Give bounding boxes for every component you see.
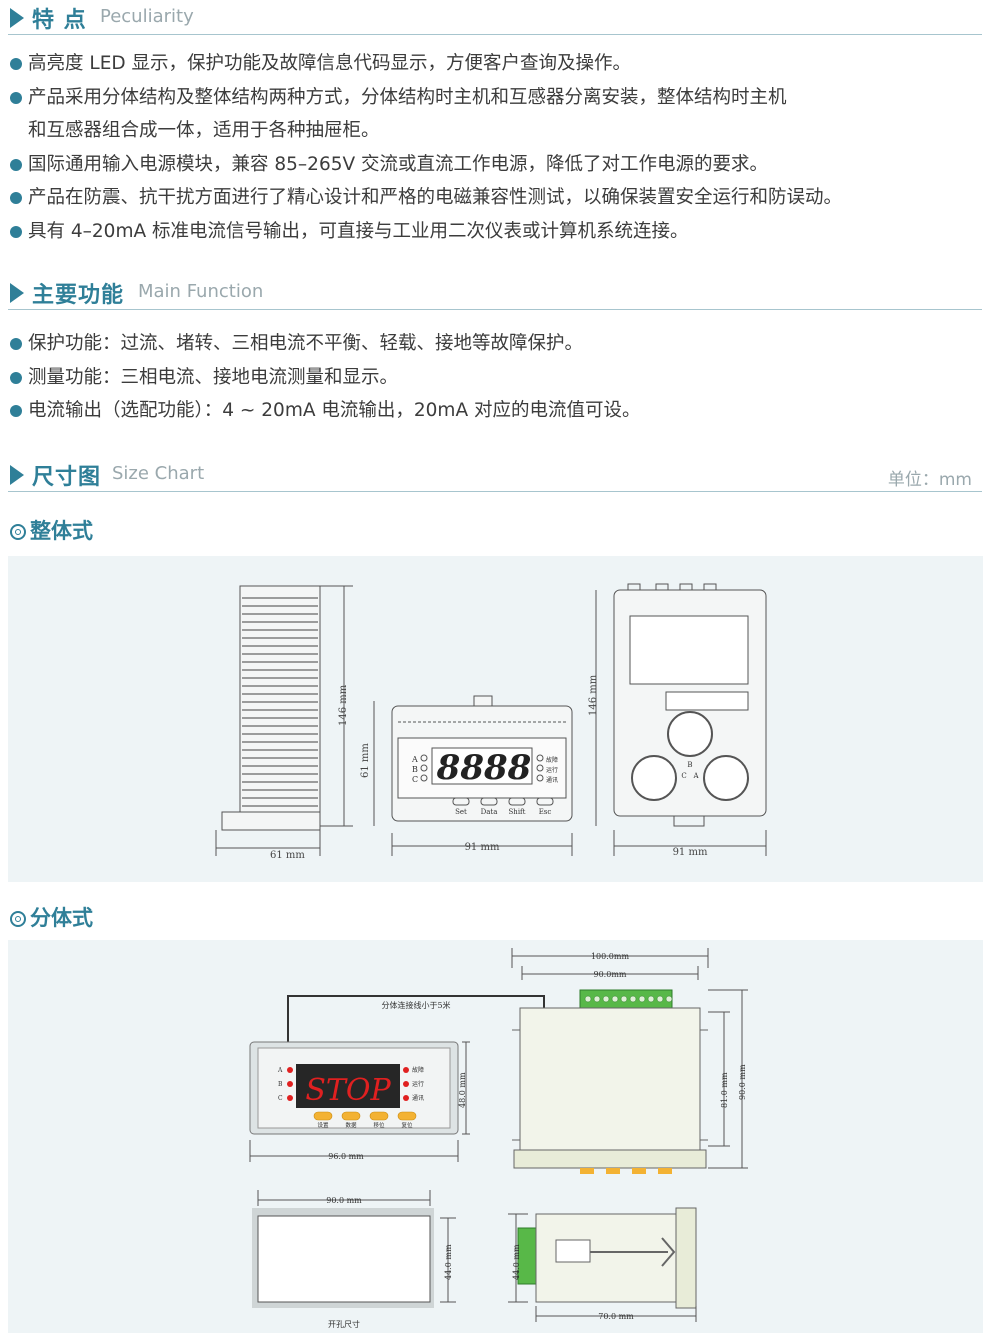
dim-front-height: 61 mm xyxy=(360,743,371,778)
split-status-run: 运行 xyxy=(412,1080,424,1088)
dim-front-width: 91 mm xyxy=(465,842,500,853)
double-circle-icon xyxy=(10,911,26,927)
integral-drawing: 61 mm 146 mm 8888 A B C 故障 运行 通讯 xyxy=(215,583,767,861)
section-title-en: Size Chart xyxy=(112,463,205,484)
rear-view xyxy=(595,583,767,856)
cable-note: 分体连接线小于5米 xyxy=(381,1000,450,1010)
feature-list: 高亮度 LED 显示，保护功能及故障信息代码显示，方便客户查询及操作。 产品采用… xyxy=(10,47,970,248)
split-button-set: 设置 xyxy=(317,1121,329,1129)
button-label-data: Data xyxy=(481,808,498,816)
dim-box-height-inner: 81.0 mm xyxy=(720,1072,729,1108)
split-indicator-c: C xyxy=(278,1095,283,1102)
section-header-size-chart: 尺寸图 Size Chart 单位：mm xyxy=(8,459,982,492)
ct-label-b: B xyxy=(687,761,692,769)
split-button-reset: 复位 xyxy=(401,1121,413,1129)
dim-side-width: 61 mm xyxy=(270,850,305,861)
subsection-split: 分体式 xyxy=(10,902,93,932)
list-item: 高亮度 LED 显示，保护功能及故障信息代码显示，方便客户查询及操作。 xyxy=(10,47,970,81)
button-label-shift: Shift xyxy=(509,808,526,816)
split-status-fault: 故障 xyxy=(412,1066,424,1074)
split-drawing: 分体连接线小于5米 STOP A B C 故障 运行 通讯 设置 数据 移位 复… xyxy=(249,948,748,1329)
dim-side-height: 44.0 mm xyxy=(512,1244,521,1280)
status-label-fault: 故障 xyxy=(546,756,558,764)
indicator-label-b: B xyxy=(412,765,418,774)
split-indicator-a: A xyxy=(277,1067,283,1074)
list-item: 电流输出（选配功能）：4 ~ 20mA 电流输出，20mA 对应的电流值可设。 xyxy=(10,394,970,428)
dim-split-front-width: 96.0 mm xyxy=(328,1152,364,1161)
split-drawing-panel: 分体连接线小于5米 STOP A B C 故障 运行 通讯 设置 数据 移位 复… xyxy=(8,940,983,1333)
section-header-peculiarity: 特 点 Peculiarity xyxy=(8,2,982,35)
list-item: 产品采用分体结构及整体结构两种方式，分体结构时主机和互感器分离安装，整体结构时主… xyxy=(10,81,970,115)
dim-box-height-outer: 90.0 mm xyxy=(738,1064,747,1100)
section-title-cn: 尺寸图 xyxy=(32,465,102,490)
subsection-integral: 整体式 xyxy=(10,515,93,545)
indicator-label-a: A xyxy=(411,755,418,764)
section-title-cn: 主要功能 xyxy=(32,283,125,308)
function-list: 保护功能：过流、堵转、三相电流不平衡、轻载、接地等故障保护。 测量功能：三相电流… xyxy=(10,327,970,428)
section-title-en: Main Function xyxy=(138,281,264,302)
split-indicator-b: B xyxy=(278,1081,283,1088)
dim-rear-width: 91 mm xyxy=(673,847,708,858)
split-button-data: 数据 xyxy=(345,1121,357,1129)
front-display: 8888 xyxy=(436,748,532,788)
indicator-label-c: C xyxy=(412,775,418,784)
split-status-comm: 通讯 xyxy=(412,1094,424,1102)
list-item: 产品在防震、抗干扰方面进行了精心设计和严格的电磁兼容性测试，以确保装置安全运行和… xyxy=(10,181,970,215)
dim-box-inner-width: 90.0mm xyxy=(594,970,627,979)
front-view xyxy=(373,695,573,856)
subsection-title: 分体式 xyxy=(30,906,93,930)
dim-split-front-height: 48.0 mm xyxy=(458,1072,467,1108)
cutout-label: 开孔尺寸 xyxy=(328,1319,360,1329)
side-view xyxy=(215,585,353,856)
heatsink-fins xyxy=(242,597,318,807)
split-button-shift: 移位 xyxy=(373,1121,385,1129)
dim-box-outer-width: 100.0mm xyxy=(591,952,629,961)
ct-label-c: C xyxy=(681,772,686,780)
unit-label: 单位：mm xyxy=(887,470,972,490)
dim-cutout-width: 90.0 mm xyxy=(326,1196,362,1205)
double-circle-icon xyxy=(10,524,26,540)
integral-drawing-panel: 61 mm 146 mm 8888 A B C 故障 运行 通讯 xyxy=(8,556,983,882)
triangle-icon xyxy=(10,283,24,303)
section-title-en: Peculiarity xyxy=(100,6,194,27)
list-item: 具有 4–20mA 标准电流信号输出，可直接与工业用二次仪表或计算机系统连接。 xyxy=(10,215,970,249)
ct-label-a: A xyxy=(692,772,699,780)
dim-side-height: 146 mm xyxy=(338,684,349,726)
dim-rear-height: 146 mm xyxy=(588,674,599,716)
subsection-title: 整体式 xyxy=(30,519,93,543)
triangle-icon xyxy=(10,8,24,28)
list-item-continuation: 和互感器组合成一体，适用于各种抽屉柜。 xyxy=(28,120,380,141)
list-item: 保护功能：过流、堵转、三相电流不平衡、轻载、接地等故障保护。 xyxy=(10,327,970,361)
button-label-esc: Esc xyxy=(539,808,552,816)
status-label-run: 运行 xyxy=(546,766,558,774)
list-item: 国际通用输入电源模块，兼容 85–265V 交流或直流工作电源，降低了对工作电源… xyxy=(10,148,970,182)
status-label-comm: 通讯 xyxy=(546,776,558,784)
dim-cutout-height: 44.0 mm xyxy=(444,1244,453,1280)
dim-side-depth: 70.0 mm xyxy=(598,1312,634,1321)
triangle-icon xyxy=(10,465,24,485)
section-title-cn: 特 点 xyxy=(32,8,87,33)
list-item: 测量功能：三相电流、接地电流测量和显示。 xyxy=(10,361,970,395)
split-display: STOP xyxy=(305,1073,391,1108)
button-label-set: Set xyxy=(455,808,467,816)
section-header-main-function: 主要功能 Main Function xyxy=(8,277,982,310)
